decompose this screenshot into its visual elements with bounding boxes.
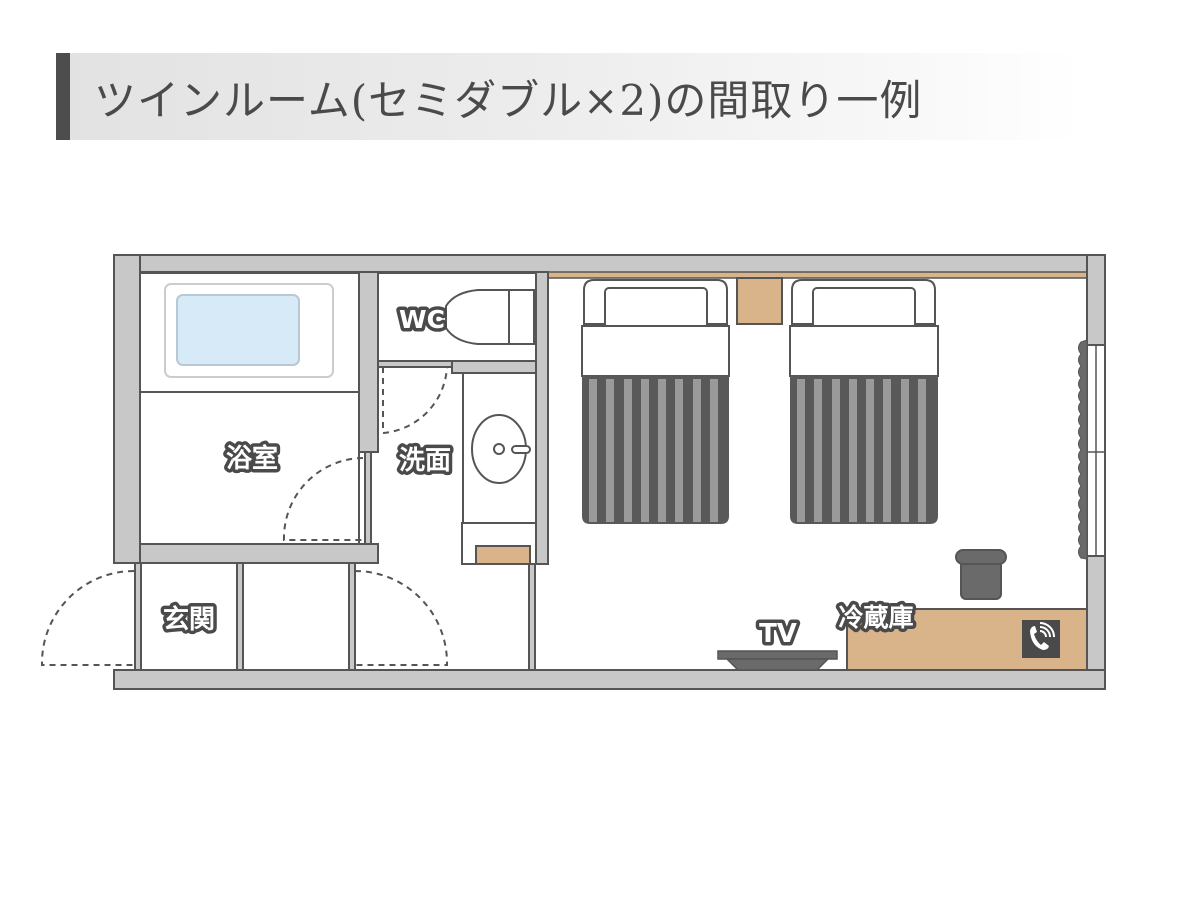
chair — [955, 549, 1007, 600]
toilet — [445, 289, 535, 345]
interior-walls — [139, 271, 549, 565]
door-swings — [40, 366, 449, 666]
label-entrance: 玄関 — [163, 604, 215, 635]
page-title: ツインルーム(セミダブル×2)の間取り一例 — [94, 76, 923, 125]
wardrobe-shelf — [547, 271, 1088, 279]
outer-walls — [113, 254, 1106, 690]
partitions — [134, 360, 536, 671]
label-washroom: 洗面 — [399, 446, 451, 476]
bathroom-outline — [139, 271, 360, 545]
phone-icon — [1022, 620, 1060, 658]
label-toilet: WC — [399, 305, 445, 334]
vanity — [461, 372, 537, 565]
window — [1078, 339, 1106, 560]
title-accent-bar — [56, 53, 70, 140]
bathtub — [164, 283, 334, 378]
semi-double-bed-1 — [581, 279, 730, 524]
semi-double-bed-2 — [789, 279, 939, 524]
toilet-outline — [377, 271, 537, 362]
nightstand — [736, 277, 783, 325]
label-fridge: 冷蔵庫 — [838, 603, 913, 632]
label-tv: TV — [759, 619, 797, 649]
label-bathroom: 浴室 — [226, 443, 278, 474]
title-banner: ツインルーム(セミダブル×2)の間取り一例 — [56, 53, 1081, 140]
tv — [717, 650, 838, 671]
curtain-icon — [1078, 339, 1088, 560]
